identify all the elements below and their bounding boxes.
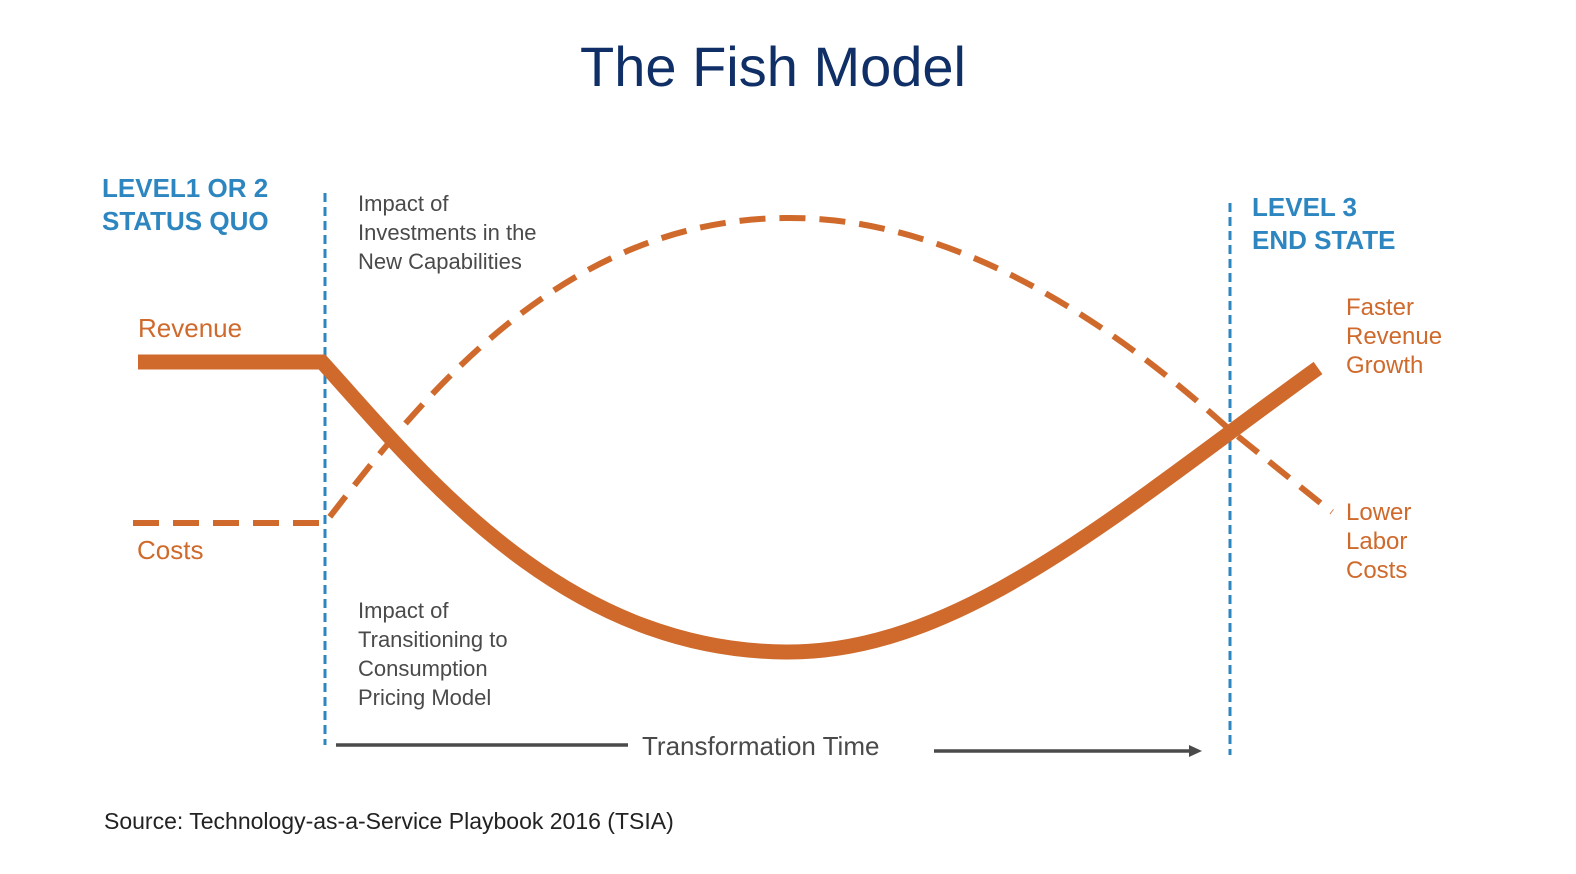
transition-annotation: Impact of Transitioning to Consumption P… [358, 596, 508, 712]
annotation-line: Transitioning to [358, 627, 508, 652]
annotation-line: Faster [1346, 294, 1415, 321]
annotation-line: Revenue [1346, 323, 1443, 350]
annotation-line: Consumption [358, 656, 488, 681]
costs-line [133, 214, 1334, 526]
annotation-line: Impact of [358, 598, 449, 623]
annotation-line: Lower [1346, 499, 1412, 526]
investments-annotation: Impact of Investments in the New Capabil… [358, 189, 537, 276]
revenue-end-annotation: Faster Revenue Growth [1346, 293, 1442, 380]
annotation-line: Growth [1346, 352, 1424, 379]
annotation-line: Labor [1346, 528, 1408, 555]
annotation-line: Costs [1346, 557, 1408, 584]
annotation-line: Pricing Model [358, 685, 492, 710]
phase-left-label: LEVEL1 OR 2 STATUS QUO [102, 172, 269, 238]
arrow-head-icon [1189, 745, 1202, 757]
annotation-line: New Capabilities [358, 249, 522, 274]
phase-right-line1: LEVEL 3 [1252, 192, 1358, 222]
time-axis-label: Transformation Time [642, 731, 880, 761]
annotation-line: Investments in the [358, 220, 537, 245]
revenue-line [138, 354, 1323, 660]
source-citation: Source: Technology-as-a-Service Playbook… [104, 808, 674, 834]
costs-label: Costs [137, 535, 204, 565]
revenue-label: Revenue [138, 313, 243, 343]
phase-left-line2: STATUS QUO [102, 206, 269, 236]
phase-right-line2: END STATE [1252, 225, 1396, 255]
annotation-line: Impact of [358, 191, 449, 216]
costs-end-annotation: Lower Labor Costs [1346, 498, 1411, 585]
phase-left-line1: LEVEL1 OR 2 [102, 173, 269, 203]
phase-right-label: LEVEL 3 END STATE [1252, 191, 1395, 257]
page-title: The Fish Model [580, 35, 966, 98]
